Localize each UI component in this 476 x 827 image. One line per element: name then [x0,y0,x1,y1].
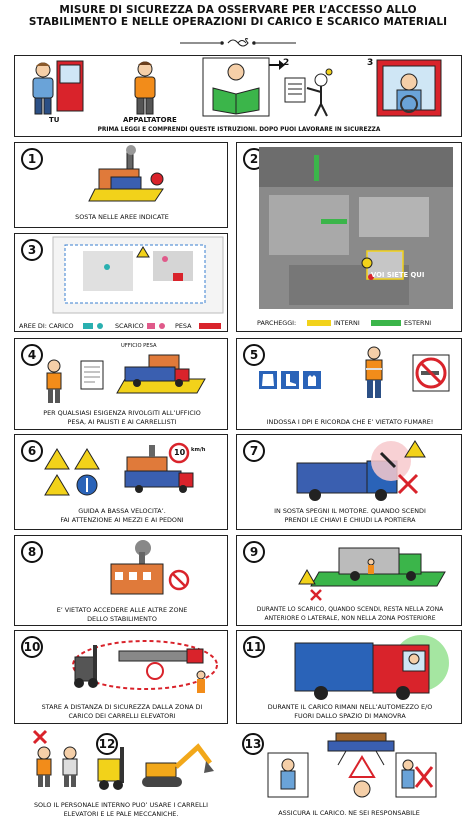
reading-book-icon [202,57,270,117]
panel-9: 9 DURANTE LO SCARICO, QUANDO SCENDI, RES… [236,535,462,626]
weigh-office-sign: UFFICIO PESA [121,343,157,349]
panel-13-caption: ASSICURA IL CARICO. NE SEI RESPONSABILE [278,809,420,817]
intro-instruction: PRIMA LEGGI E COMPRENDI QUESTE ISTRUZION… [97,127,381,133]
arrow-right-icon [269,60,285,70]
factory-truck-icon [124,442,194,493]
panel-8: 8 E’ VIETATO ACCEDERE ALLE ALTRE ZONE DE… [14,535,228,626]
panel-13-number: 13 [242,733,264,755]
panel-6-caption-2: FAI ATTENZIONE AI MEZZI E AI PEDONI [60,516,184,524]
panel-12-caption-2: ELEVATORI E LE PALE MECCANICHE. [63,810,179,818]
site-plan-map [52,236,224,314]
driver-in-truck-icon [294,635,449,700]
panel-12-number: 12 [96,733,118,755]
panel-1: 1 SOSTA NELLE AREE INDICATE [14,142,228,228]
panel-11-caption-1: DURANTE IL CARICO RIMANI NELL’AUTOMEZZO … [267,703,433,711]
panel-13: 13 ASSICURA IL CARICO. NE SEI RESPONSABI… [236,729,462,823]
panel-6-number: 6 [21,440,43,462]
panel-11-caption-2: FUORI DALLO SPAZIO DI MANOVRA [294,712,406,720]
panel-9-caption-2: ANTERIORE O LATERALE, NON NELLA ZONA POS… [264,615,436,622]
panel-1-number: 1 [21,148,43,170]
site-aerial-map [259,147,453,309]
panel-8-caption-1: E’ VIETATO ACCEDERE ALLE ALTRE ZONE [56,606,188,614]
panel-2: 2 VOI SIETE QUI PARCHEGGI: INTERNI ESTER… [236,142,462,332]
truck-cab-icon [56,60,84,112]
legend-external-swatch [371,320,401,326]
worker-person-icon [46,359,62,403]
panel-10-number: 10 [21,636,43,658]
panel-4-caption-2: PESA, AI PALISTI E AI CARRELLISTI [67,418,177,426]
no-smoking-icon [412,354,450,392]
panel-5: 5 INDOSSA I DPI E RICORDA CHE E’ VIETATO… [236,338,462,430]
speed-limit-value: 10 [174,448,186,457]
panel-9-caption-1: DURANTE LO SCARICO, QUANDO SCENDI, RESTA… [256,606,444,613]
title-line-1: MISURE DI SICUREZZA DA OSSERVARE PER L’A… [59,4,417,16]
panel-7: 7 IN SOSTA SPEGNI IL MOTORE. QUANDO SCEN… [236,434,462,530]
legend-external-label: ESTERNI [404,319,432,327]
legend-internal-label: INTERNI [334,319,360,327]
load-swatch [83,323,93,329]
panel-11-number: 11 [243,636,265,658]
title-line-2: STABILIMENTO E NELLE OPERAZIONI DI CARIC… [28,16,448,28]
panel-4-number: 4 [21,344,43,366]
parking-legend-label: PARCHEGGI: [257,319,297,327]
unload-dot [159,323,165,329]
load-dot [97,323,103,329]
unload-zone-icon [298,547,446,601]
legend-internal-swatch [307,320,331,326]
step-3-number: 3 [367,58,374,68]
factory-parking-icon [88,145,164,202]
forklift-distance-icon [72,640,218,693]
speed-limit-unit: km/h [191,447,206,453]
worker-ppe-icon [365,346,383,398]
panel-6-caption-1: GUIDA A BASSA VELOCITA’. [78,507,166,515]
unload-swatch [147,323,155,329]
weigh-swatch [199,323,221,329]
panel-7-caption-2: PRENDI LE CHIAVI E CHIUDI LA PORTIERA [284,516,416,524]
panel-8-number: 8 [21,541,43,563]
panel-10: 10 STARE A DISTANZA DI SICUREZZA DALLA Z… [14,630,228,724]
panel-1-caption: SOSTA NELLE AREE INDICATE [75,213,169,221]
panel-7-number: 7 [243,440,265,462]
driver-person-icon [32,62,54,115]
gloves-icon [303,371,321,389]
hi-vis-vest-icon [259,371,277,389]
forklift-excavator-icon [97,743,214,790]
panel-3-number: 3 [21,239,43,261]
contractor-person-icon [134,61,156,115]
panel-8-caption-2: DELLO STABILIMENTO [87,615,157,623]
panel-9-number: 9 [243,541,265,563]
weigh-office-truck-icon [116,354,206,394]
driver-in-cab-icon [376,59,442,117]
intro-panel: TU APPALTATORE 2 3 PRIMA LEGGI E COM [14,55,462,137]
warning-signs-icon [44,448,100,496]
step-2-number: 2 [283,58,290,68]
panel-6: 6 10 km/h GUIDA A BASSA VELOCITA’. FAI A… [14,434,228,530]
panel-12: 12 SOLO IL PERSONALE INTERNO PUO’ USARE … [14,729,228,823]
secure-load-icon [267,732,437,798]
panel-4: 4 UFFICIO PESA PER QUALSIASI ESIGENZA RI… [14,338,228,430]
panel-11: 11 DURANTE IL CARICO RIMANI NELL’AUTOMEZ… [236,630,462,724]
panel-3: 3 AREE DI: CARICO SCARICO PESA [14,233,228,332]
contractor-label: APPALTATORE [123,116,177,124]
areas-unload-label: SCARICO [115,322,144,330]
document-icon [80,360,104,390]
areas-weigh-label: PESA [175,322,192,330]
you-are-here-label: VOI SIETE QUI [371,271,425,279]
factory-no-entry-icon [110,540,190,595]
workers-no-icon [32,729,78,787]
ornament-divider [180,38,296,47]
panel-10-caption-1: STARE A DISTANZA DI SICUREZZA DALLA ZONA… [41,703,203,711]
panel-5-caption: INDOSSA I DPI E RICORDA CHE E’ VIETATO F… [266,418,434,426]
panel-12-caption-1: SOLO IL PERSONALE INTERNO PUO’ USARE I C… [33,801,209,809]
you-label: TU [49,116,60,124]
safety-boot-icon [281,371,299,389]
understanding-person-icon [284,68,333,117]
panel-7-caption-1: IN SOSTA SPEGNI IL MOTORE. QUANDO SCENDI [274,507,426,515]
page-title: MISURE DI SICUREZZA DA OSSERVARE PER L’A… [0,4,476,28]
truck-keys-icon [296,440,426,501]
areas-load-label: AREE DI: CARICO [19,322,74,330]
panel-10-caption-2: CARICO DEI CARRELLI ELEVATORI [68,712,176,720]
panel-4-caption-1: PER QUALSIASI ESIGENZA RIVOLGITI ALL’UFF… [43,409,201,417]
panel-5-number: 5 [243,344,265,366]
